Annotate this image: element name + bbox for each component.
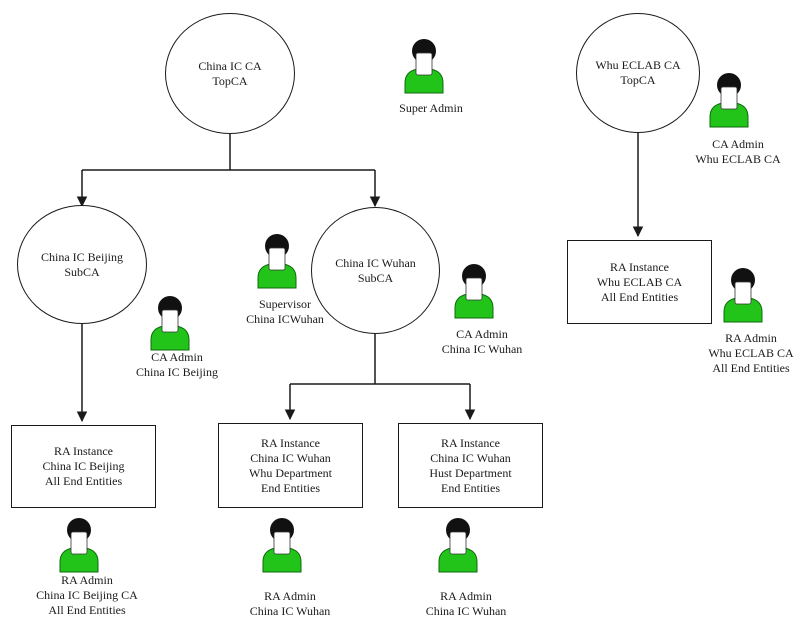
actor-line: Supervisor <box>259 297 311 311</box>
person-icon <box>438 517 478 573</box>
node-line: RA Instance <box>54 444 113 458</box>
ra-instance-wuhan-hust-node: RA Instance China IC Wuhan Hust Departme… <box>398 423 543 508</box>
actor-ca-admin-whu-label: CA Admin Whu ECLAB CA <box>653 137 804 167</box>
node-name: Whu ECLAB CA <box>595 58 681 72</box>
person-icon <box>59 517 99 573</box>
actor-line: CA Admin <box>712 137 764 151</box>
actor-ca-admin-wuhan-label: CA Admin China IC Wuhan <box>397 327 567 357</box>
node-role: SubCA <box>64 264 100 279</box>
node-line: All End Entities <box>44 474 123 488</box>
actor-line: China IC Wuhan <box>425 604 507 618</box>
actor-ra-admin-wuhan-hust-label: RA Admin China IC Wuhan <box>381 589 551 619</box>
node-line: End Entities <box>441 480 500 495</box>
actor-line: RA Admin <box>264 589 316 603</box>
node-line: RA Instance <box>610 259 669 274</box>
whu-eclab-top-ca-node: Whu ECLAB CA TopCA <box>576 13 700 133</box>
actor-line: China IC Wuhan <box>249 604 331 618</box>
node-role: SubCA <box>357 270 394 285</box>
person-icon <box>404 38 444 94</box>
actor-line: China IC Beijing <box>136 365 218 379</box>
actor-ra-admin-beijing-label: RA Admin China IC Beijing CA All End Ent… <box>2 573 172 618</box>
actor-line: RA Admin <box>440 589 492 603</box>
node-role: TopCA <box>212 73 248 88</box>
node-line: RA Instance <box>441 435 500 450</box>
actor-ca-admin-beijing-label: CA Admin China IC Beijing <box>92 350 262 380</box>
actor-ra-admin-wuhan-whu-label: RA Admin China IC Wuhan <box>205 589 375 619</box>
actor-line: CA Admin <box>456 327 508 341</box>
node-name: China IC Beijing <box>41 249 123 264</box>
china-ic-top-ca-node: China IC CA TopCA <box>165 13 295 134</box>
china-ic-beijing-subca-node: China IC Beijing SubCA <box>17 205 147 324</box>
ra-instance-wuhan-whu-node: RA Instance China IC Wuhan Whu Departmen… <box>218 423 363 508</box>
node-line: All End Entities <box>600 289 679 304</box>
node-line: Whu ECLAB CA <box>596 274 683 289</box>
node-line: China IC Wuhan <box>430 450 511 465</box>
node-line: End Entities <box>261 480 320 495</box>
actor-line: CA Admin <box>151 350 203 364</box>
china-ic-wuhan-subca-node: China IC Wuhan SubCA <box>311 207 440 334</box>
actor-line: China IC Beijing CA <box>36 588 138 602</box>
ra-instance-whu-eclab-node: RA Instance Whu ECLAB CA All End Entitie… <box>567 240 712 324</box>
node-line: Hust Department <box>429 465 512 480</box>
node-line: Whu Department <box>249 465 332 480</box>
node-name: China IC CA <box>198 58 262 73</box>
actor-line: Super Admin <box>399 101 463 115</box>
node-role: TopCA <box>620 73 656 87</box>
actor-line: All End Entities <box>712 361 790 375</box>
node-line: RA Instance <box>261 435 320 450</box>
actor-super-admin-label: Super Admin <box>346 101 516 116</box>
actor-supervisor-wuhan-label: Supervisor China ICWuhan <box>200 297 370 327</box>
person-icon <box>709 72 749 128</box>
actor-line: Whu ECLAB CA <box>708 346 794 360</box>
person-icon <box>454 263 494 319</box>
node-name: China IC Wuhan <box>335 255 416 270</box>
person-icon <box>262 517 302 573</box>
actor-ra-admin-whu-label: RA Admin Whu ECLAB CA All End Entities <box>666 331 804 376</box>
person-icon <box>257 233 297 289</box>
actor-line: China ICWuhan <box>246 312 324 326</box>
ra-instance-beijing-node: RA Instance China IC Beijing All End Ent… <box>11 425 156 508</box>
actor-line: Whu ECLAB CA <box>695 152 781 166</box>
actor-line: RA Admin <box>725 331 777 345</box>
actor-line: All End Entities <box>48 603 126 617</box>
actor-line: China IC Wuhan <box>441 342 523 356</box>
person-icon <box>150 295 190 351</box>
actor-line: RA Admin <box>61 573 113 587</box>
node-line: China IC Beijing <box>42 459 125 473</box>
person-icon <box>723 267 763 323</box>
node-line: China IC Wuhan <box>250 450 331 465</box>
